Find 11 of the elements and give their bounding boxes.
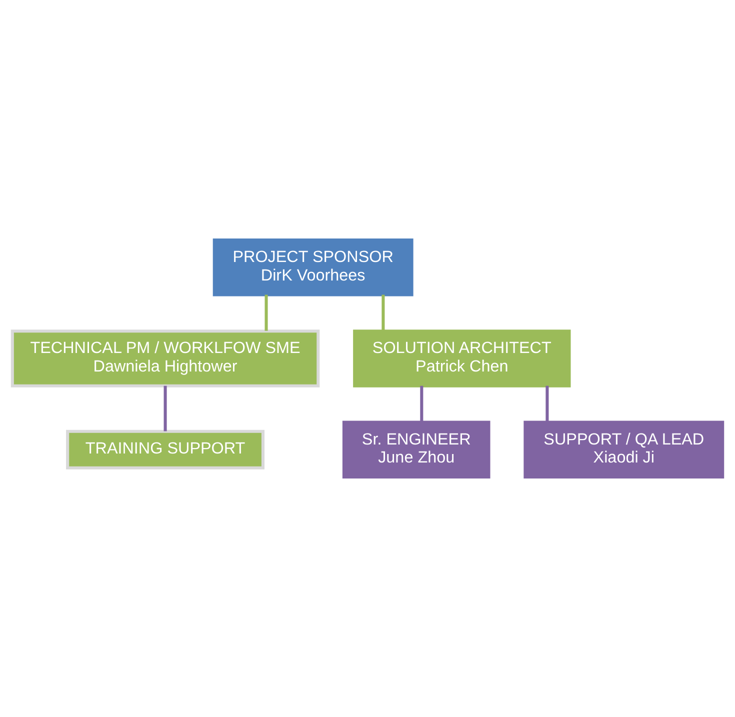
connector — [546, 386, 549, 422]
node-box: Sr. ENGINEER June Zhou — [342, 420, 490, 478]
connector — [264, 294, 268, 331]
node-box: SUPPORT / QA LEAD Xiaodi Ji — [524, 420, 724, 478]
node-box: SOLUTION ARCHITECT Patrick Chen — [353, 330, 571, 388]
connector — [420, 386, 424, 422]
connector — [382, 294, 385, 331]
node-box: TECHNICAL PM / WORKLFOW SME Dawniela Hightower — [10, 330, 320, 388]
connector — [164, 386, 167, 432]
node-box: PROJECT SPONSOR DirK Voorhees — [212, 238, 414, 296]
node-box: TRAINING SUPPORT — [66, 430, 264, 470]
